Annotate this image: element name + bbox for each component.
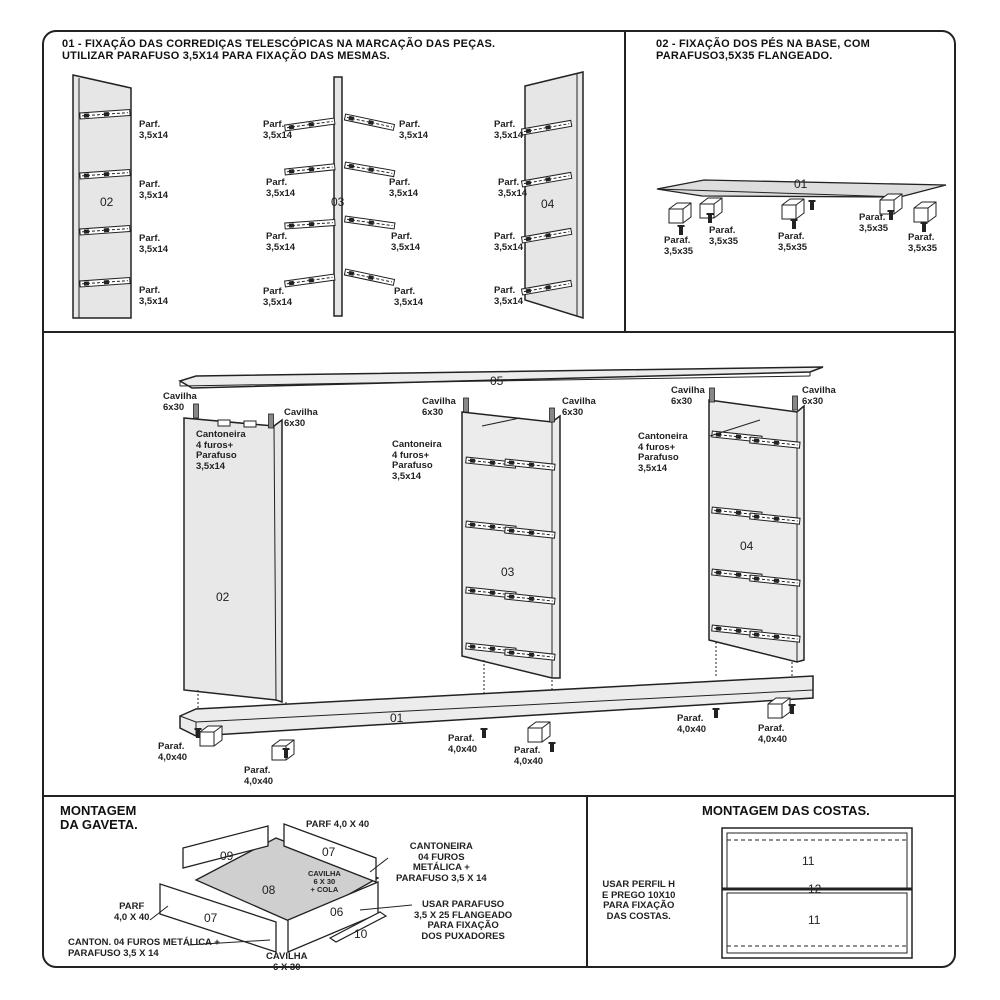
cavilha-label: Cavilha 6x30 (802, 385, 836, 407)
screw-label: Paraf. 3,5x35 (908, 232, 938, 254)
base-01-label: 01 (794, 177, 808, 191)
panel-03-label: 03 (331, 195, 345, 209)
panel-02-slides-drawing (72, 74, 132, 319)
cavilha-label: Cavilha 6x30 (163, 391, 197, 413)
cantoneira-label: Cantoneira 4 furos+ Parafuso 3,5x14 (196, 429, 246, 472)
screw-label: Parf. 3,5x14 (494, 119, 524, 141)
main-assembly-drawing (178, 366, 824, 761)
screw-label: Parf. 3,5x14 (494, 285, 524, 307)
screw-label: Parf. 3,5x14 (139, 179, 169, 201)
screw-label: Paraf. 3,5x35 (778, 231, 808, 253)
panel-04-slides-drawing (520, 71, 584, 320)
panel-04-label: 04 (740, 539, 754, 553)
section1-title-line1: 01 - FIXAÇÃO DAS CORREDIÇAS TELESCÓPICAS… (62, 38, 496, 50)
drawer-part-08: 08 (262, 883, 276, 897)
screw-label: Parf. 3,5x14 (139, 119, 169, 141)
cavilha-label: Cavilha 6x30 (671, 385, 705, 407)
screw-label: Parf. 3,5x14 (263, 119, 293, 141)
drawer-part-06: 06 (330, 905, 344, 919)
screw-label: Parf. 3,5x14 (498, 177, 528, 199)
panel-04-label: 04 (541, 197, 555, 211)
screw-label: Parf. 3,5x14 (139, 233, 169, 255)
screw-label: Paraf. 3,5x35 (859, 212, 889, 234)
screw-4x40-label: Paraf. 4,0x40 (448, 733, 478, 755)
screw-4x40-label: Paraf. 4,0x40 (244, 765, 274, 787)
divider-bottom-vertical (586, 796, 588, 967)
back-instruction: USAR PERFIL H E PREGO 10X10 PARA FIXAÇÃO… (602, 879, 676, 922)
section2-title-line2: PARAFUSO3,5X35 FLANGEADO. (656, 50, 833, 62)
section2-title-line1: 02 - FIXAÇÃO DOS PÉS NA BASE, COM (656, 38, 870, 50)
drawer-part-09: 09 (220, 849, 234, 863)
panel-03-slides-drawing (284, 76, 396, 317)
sheet-frame (42, 30, 956, 968)
drawer-part-07: 07 (204, 911, 218, 925)
cavilha-label: Cavilha 6x30 (422, 396, 456, 418)
back-part-11: 11 (808, 913, 821, 927)
divider-top (43, 331, 955, 333)
panel-03-label: 03 (501, 565, 515, 579)
drawer-part-10: 10 (354, 927, 368, 941)
drawer-cantoneira-label: CANTONEIRA 04 FUROS METÁLICA + PARAFUSO … (396, 841, 487, 884)
base-feet-drawing (656, 179, 947, 235)
drawer-title: MONTAGEM DA GAVETA. (60, 803, 138, 832)
back-panels-drawing (721, 827, 913, 959)
screw-label: Parf. 3,5x14 (139, 285, 169, 307)
divider-bottom (43, 795, 955, 797)
screw-label: Parf. 3,5x14 (391, 231, 421, 253)
drawer-parf-top: PARF 4,0 X 40 (306, 819, 370, 830)
screw-label: Parf. 3,5x14 (394, 286, 424, 308)
screw-4x40-label: Paraf. 4,0x40 (758, 723, 788, 745)
back-part-12: 12 (808, 882, 822, 896)
drawer-drawing (149, 823, 413, 953)
drawer-canton-bottom: CANTON. 04 FUROS METÁLICA + PARAFUSO 3,5… (68, 937, 220, 959)
cavilha-label: Cavilha 6x30 (284, 407, 318, 429)
cantoneira-label: Cantoneira 4 furos+ Parafuso 3,5x14 (638, 431, 688, 474)
drawer-cavilha-bottom: CAVILHA 6 X 30 (266, 951, 308, 973)
screw-label: Parf. 3,5x14 (263, 286, 293, 308)
base-01-label: 01 (390, 711, 404, 725)
screw-label: Parf. 3,5x14 (399, 119, 429, 141)
back-title: MONTAGEM DAS COSTAS. (702, 803, 870, 818)
screw-label: Parf. 3,5x14 (266, 231, 296, 253)
screw-label: Parf. 3,5x14 (266, 177, 296, 199)
screw-label: Paraf. 3,5x35 (664, 235, 694, 257)
panel-02-label: 02 (100, 195, 114, 209)
drawer-parf-left: PARF 4,0 X 40 (114, 901, 150, 923)
top-05-label: 05 (490, 374, 504, 388)
cavilha-label: Cavilha 6x30 (562, 396, 596, 418)
section1-title-line2: UTILIZAR PARAFUSO 3,5X14 PARA FIXAÇÃO DA… (62, 50, 391, 62)
screw-4x40-label: Paraf. 4,0x40 (677, 713, 707, 735)
cantoneira-label: Cantoneira 4 furos+ Parafuso 3,5x14 (392, 439, 442, 482)
screw-label: Parf. 3,5x14 (389, 177, 419, 199)
screw-4x40-label: Paraf. 4,0x40 (158, 741, 188, 763)
screw-4x40-label: Paraf. 4,0x40 (514, 745, 544, 767)
panel-02-label: 02 (216, 590, 230, 604)
drawer-part-07: 07 (322, 845, 336, 859)
divider-top-vertical (624, 31, 626, 331)
back-part-11: 11 (802, 854, 815, 868)
screw-label: Parf. 3,5x14 (494, 231, 524, 253)
drawer-cavilha-cola-label: CAVILHA 6 X 30 + COLA (308, 869, 341, 894)
drawer-usar-parafuso-label: USAR PARAFUSO 3,5 X 25 FLANGEADO PARA FI… (414, 899, 513, 942)
screw-label: Paraf. 3,5x35 (709, 225, 739, 247)
